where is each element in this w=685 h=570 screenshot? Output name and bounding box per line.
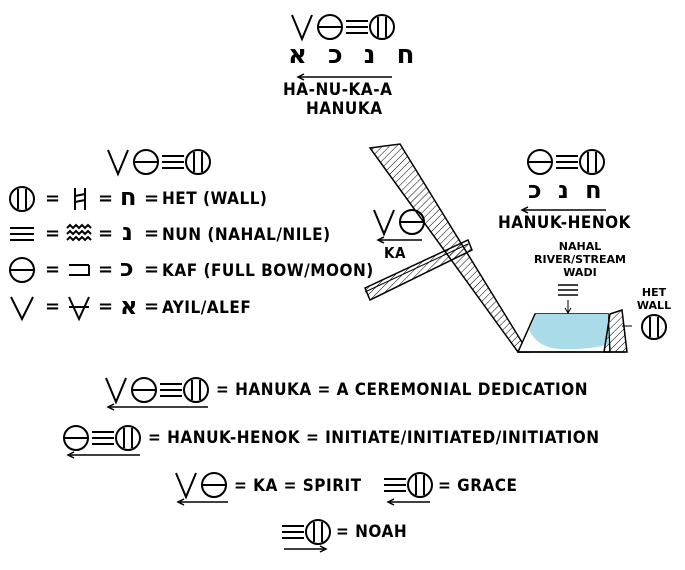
equation-noah: = NOAH bbox=[336, 522, 408, 542]
header-transliteration: HA-NU-KA-A bbox=[283, 80, 393, 100]
equation-grace: = GRACE bbox=[438, 476, 518, 496]
equals-sign: = bbox=[98, 223, 114, 244]
equals-sign: = bbox=[45, 223, 61, 244]
proto-alef-icon bbox=[68, 296, 90, 322]
slope-channel bbox=[364, 238, 473, 302]
eq4-glyph-group bbox=[384, 472, 433, 506]
het-glyph bbox=[369, 14, 395, 40]
het-glyph bbox=[9, 186, 35, 212]
legend-hebrew-alef: א bbox=[120, 292, 138, 320]
stream-label: NAHAL RIVER/STREAM WADI bbox=[534, 240, 626, 279]
proto-water-icon bbox=[66, 223, 92, 242]
equation-hanuk-henok: = HANUK-HENOK = INITIATE/INITIATED/INITI… bbox=[148, 428, 600, 448]
equals-sign: = bbox=[144, 223, 160, 244]
stream-nun-glyph bbox=[558, 284, 578, 296]
eq1-glyph-group bbox=[105, 377, 209, 411]
het-wall bbox=[603, 308, 628, 353]
header-word: HANUKA bbox=[306, 99, 383, 119]
nun-glyph bbox=[346, 20, 368, 34]
header-hebrew: ח נ כ א bbox=[288, 40, 421, 70]
legend-label-het: HET (WALL) bbox=[162, 189, 268, 209]
kaf-glyph bbox=[317, 14, 343, 40]
equals-sign: = bbox=[98, 259, 114, 280]
terrain-illustration bbox=[364, 143, 632, 353]
diagram-hebrew: ח נ כ bbox=[528, 176, 606, 204]
wall-het-glyph bbox=[641, 314, 667, 340]
diagram-arrow bbox=[520, 206, 606, 214]
diagram-glyph-group bbox=[527, 149, 605, 175]
diagram-title: HANUK-HENOK bbox=[498, 213, 631, 233]
ka-glyph-group bbox=[373, 209, 425, 237]
ayil-glyph bbox=[10, 296, 34, 322]
legend-hebrew-nun: נ bbox=[122, 218, 133, 246]
ka-arrow bbox=[376, 236, 422, 244]
proto-het-icon bbox=[74, 188, 86, 210]
header-arrow bbox=[296, 73, 392, 81]
wall-label: HET WALL bbox=[636, 286, 672, 312]
equals-sign: = bbox=[45, 259, 61, 280]
equals-sign: = bbox=[144, 188, 160, 209]
legend-hebrew-kaf: כ bbox=[120, 254, 134, 282]
equals-sign: = bbox=[98, 296, 114, 317]
legend-glyph-group bbox=[107, 149, 211, 177]
equals-sign: = bbox=[144, 259, 160, 280]
eq3-glyph-group bbox=[175, 472, 228, 506]
equals-sign: = bbox=[98, 188, 114, 209]
eq2-glyph-group bbox=[63, 425, 141, 459]
equals-sign: = bbox=[45, 188, 61, 209]
stream-water bbox=[529, 314, 609, 350]
equals-sign: = bbox=[45, 296, 61, 317]
equation-ka: = KA = SPIRIT bbox=[234, 476, 362, 496]
ayil-glyph bbox=[291, 14, 313, 42]
nun-glyph bbox=[10, 227, 34, 241]
equation-hanuka: = HANUKA = A CEREMONIAL DEDICATION bbox=[216, 380, 589, 400]
legend-label-kaf: KAF (FULL BOW/MOON) bbox=[162, 261, 374, 281]
kaf-glyph bbox=[9, 257, 35, 283]
legend-label-nun: NUN (NAHAL/NILE) bbox=[162, 225, 331, 245]
eq5-glyph-group bbox=[282, 519, 331, 553]
proto-kaf-icon bbox=[69, 264, 90, 276]
legend-hebrew-het: ח bbox=[120, 183, 137, 211]
ka-label: KA bbox=[384, 244, 406, 262]
header-glyph-group bbox=[291, 14, 395, 42]
legend-label-alef: AYIL/ALEF bbox=[162, 298, 252, 318]
equals-sign: = bbox=[144, 296, 160, 317]
